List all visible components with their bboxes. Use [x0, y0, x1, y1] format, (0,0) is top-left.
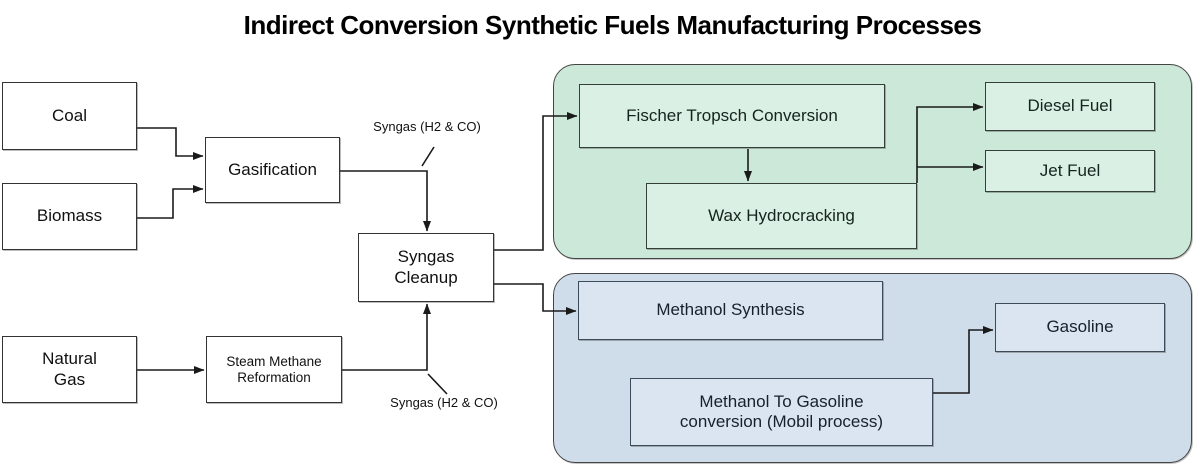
node-diesel-fuel: Diesel Fuel	[985, 82, 1155, 131]
node-gasoline: Gasoline	[995, 303, 1165, 352]
node-coal: Coal	[2, 82, 137, 150]
node-jet-fuel: Jet Fuel	[985, 150, 1155, 192]
node-methanol-synthesis: Methanol Synthesis	[578, 281, 883, 340]
node-biomass: Biomass	[2, 183, 137, 250]
page-title: Indirect Conversion Synthetic Fuels Manu…	[243, 10, 982, 40]
label-syngas-bottom: Syngas (H2 & CO)	[390, 395, 498, 410]
node-natural-gas: Natural Gas	[2, 336, 137, 403]
node-steam-methane-reformation: Steam Methane Reformation	[206, 336, 342, 403]
node-syngas-cleanup: Syngas Cleanup	[358, 233, 494, 302]
node-wax-hydrocracking: Wax Hydrocracking	[646, 183, 917, 249]
node-methanol-to-gasoline: Methanol To Gasoline conversion (Mobil p…	[630, 378, 933, 446]
label-syngas-top: Syngas (H2 & CO)	[373, 119, 481, 134]
node-gasification: Gasification	[205, 137, 340, 203]
node-fischer-tropsch-conversion: Fischer Tropsch Conversion	[579, 84, 885, 148]
